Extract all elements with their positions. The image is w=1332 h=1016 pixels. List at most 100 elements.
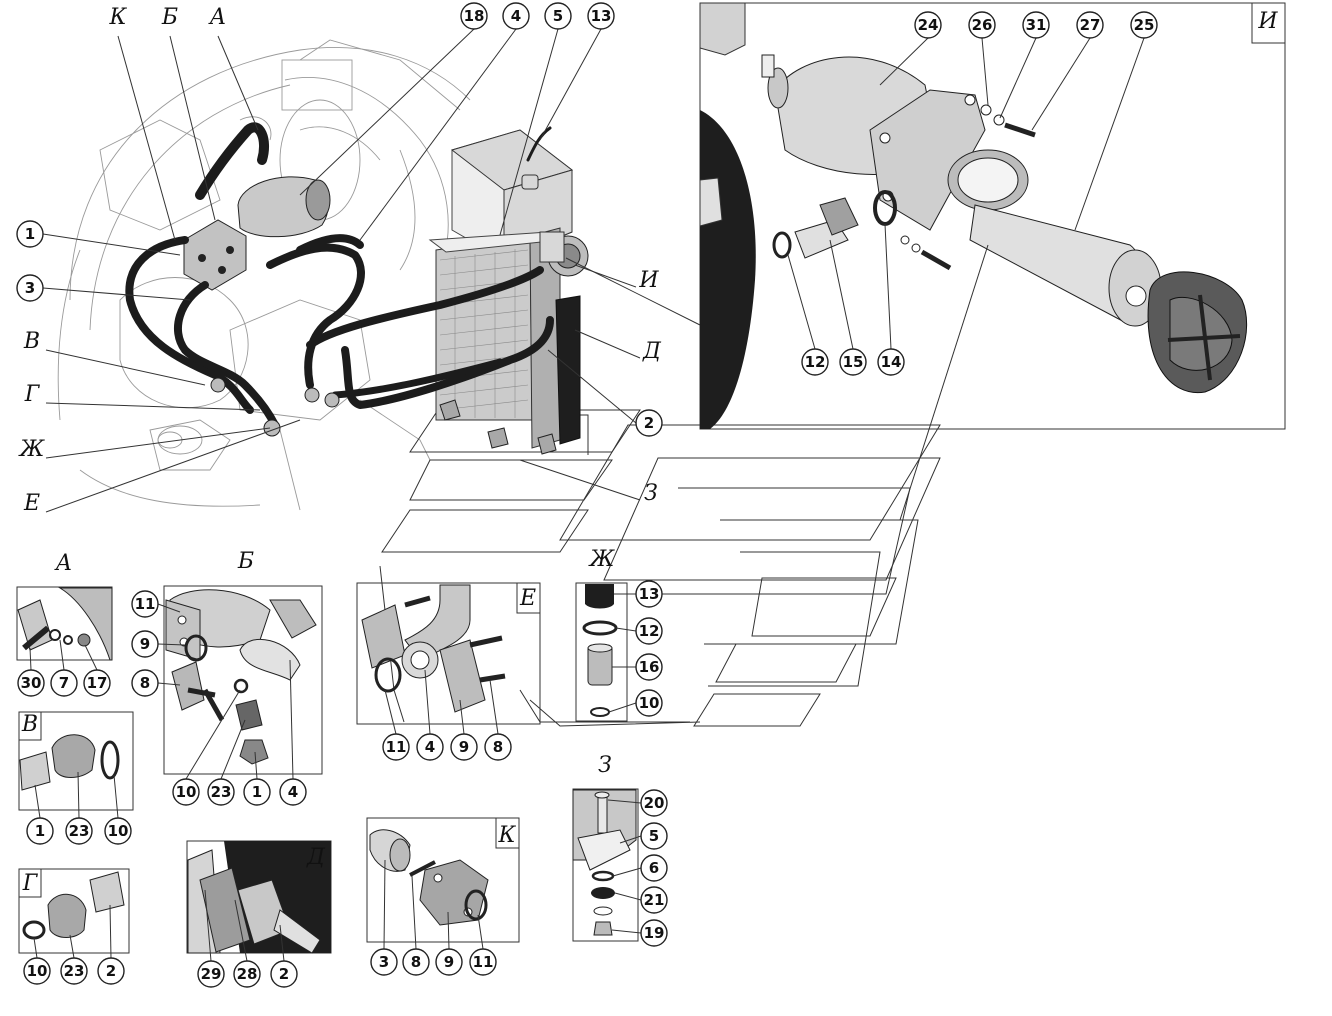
callout-number: 1 (25, 225, 35, 243)
callout-circle (635, 617, 663, 645)
part-callout: 11 (382, 733, 410, 761)
part-callout: 30 (17, 669, 45, 697)
callout-circle (131, 590, 159, 618)
callout-number: 4 (425, 738, 435, 756)
callout-number: 20 (644, 794, 665, 812)
view-letter: Б (161, 5, 178, 30)
part-callout: 16 (635, 653, 663, 681)
callout-circle (914, 11, 942, 39)
callout-circle (1022, 11, 1050, 39)
callout-circle (50, 669, 78, 697)
callout-number: 13 (639, 585, 660, 603)
part-callout: 12 (801, 348, 829, 376)
part-callout: 13 (587, 2, 615, 30)
callout-circle (435, 948, 463, 976)
callout-circle (16, 220, 44, 248)
callout-circle (104, 817, 132, 845)
callout-number: 23 (211, 783, 232, 801)
callout-circle (370, 948, 398, 976)
hydraulic-hoses (125, 234, 554, 437)
callout-circle (460, 2, 488, 30)
detail-frame-Ж (575, 582, 637, 722)
part-callout: 9 (435, 948, 463, 976)
callout-circle (640, 822, 668, 850)
part-callout: 17 (83, 669, 111, 697)
frame-letter: В (21, 712, 38, 737)
view-letter: З (644, 481, 658, 506)
callout-number: 4 (288, 783, 298, 801)
callout-number: 21 (644, 891, 665, 909)
part-callout: 8 (402, 948, 430, 976)
callout-circle (1130, 11, 1158, 39)
part-callout: 7 (50, 669, 78, 697)
callout-circle (16, 274, 44, 302)
callout-circle (270, 960, 298, 988)
callout-circle (17, 669, 45, 697)
callout-circle (640, 919, 668, 947)
callout-number: 28 (237, 965, 258, 983)
callout-number: 5 (649, 827, 659, 845)
part-callout: 5 (544, 2, 572, 30)
callout-circle (197, 960, 225, 988)
view-letter: Б (237, 549, 254, 574)
view-letter: В (23, 329, 40, 354)
callout-circle (60, 957, 88, 985)
part-callout: 10 (23, 957, 51, 985)
part-callout: 23 (60, 957, 88, 985)
callout-circle (469, 948, 497, 976)
detail-frame-Г (18, 868, 130, 959)
callout-number: 14 (881, 353, 902, 371)
part-callout: 3 (370, 948, 398, 976)
callout-number: 7 (59, 674, 69, 692)
callout-circle (877, 348, 905, 376)
callout-number: 8 (411, 953, 421, 971)
callout-number: 23 (64, 962, 85, 980)
callout-number: 10 (27, 962, 48, 980)
callout-circle (131, 630, 159, 658)
callout-number: 10 (639, 694, 660, 712)
callout-number: 30 (21, 674, 42, 692)
callout-number: 11 (473, 953, 494, 971)
part-callout: 12 (635, 617, 663, 645)
callout-circle (233, 960, 261, 988)
callout-number: 2 (279, 965, 289, 983)
callout-number: 3 (25, 279, 35, 297)
callout-number: 18 (464, 7, 485, 25)
main-leader-lines (42, 28, 701, 513)
detail-frame-К (366, 817, 520, 950)
frame-letter: Д (306, 845, 326, 870)
part-callout: 9 (131, 630, 159, 658)
view-letter: Ж (18, 437, 46, 462)
callout-number: 15 (843, 353, 864, 371)
frame-letter: И (1257, 9, 1278, 34)
callout-circle (635, 653, 663, 681)
callout-circle (544, 2, 572, 30)
callout-number: 8 (493, 738, 503, 756)
callout-circle (402, 948, 430, 976)
part-callout: 4 (502, 2, 530, 30)
callout-number: 16 (639, 658, 660, 676)
part-callout: 10 (635, 689, 663, 717)
view-letter: А (54, 551, 73, 576)
view-letter: Г (24, 382, 41, 407)
part-callout: 2 (270, 960, 298, 988)
callout-circle (97, 957, 125, 985)
callout-number: 13 (591, 7, 612, 25)
part-callout: 27 (1076, 11, 1104, 39)
oil-tank-radiator-assembly (428, 126, 589, 455)
part-callout: 10 (172, 778, 200, 806)
detail-frame-Е (356, 582, 541, 735)
callout-circle (635, 580, 663, 608)
callout-number: 5 (553, 7, 563, 25)
part-callout: 4 (416, 733, 444, 761)
part-callout: 20 (640, 789, 668, 817)
part-callout: 15 (839, 348, 867, 376)
detail-frame-Д (186, 840, 332, 962)
part-callout: 28 (233, 960, 261, 988)
callout-circle (131, 669, 159, 697)
callout-number: 6 (649, 859, 659, 877)
callout-circle (635, 409, 663, 437)
callout-number: 2 (106, 962, 116, 980)
